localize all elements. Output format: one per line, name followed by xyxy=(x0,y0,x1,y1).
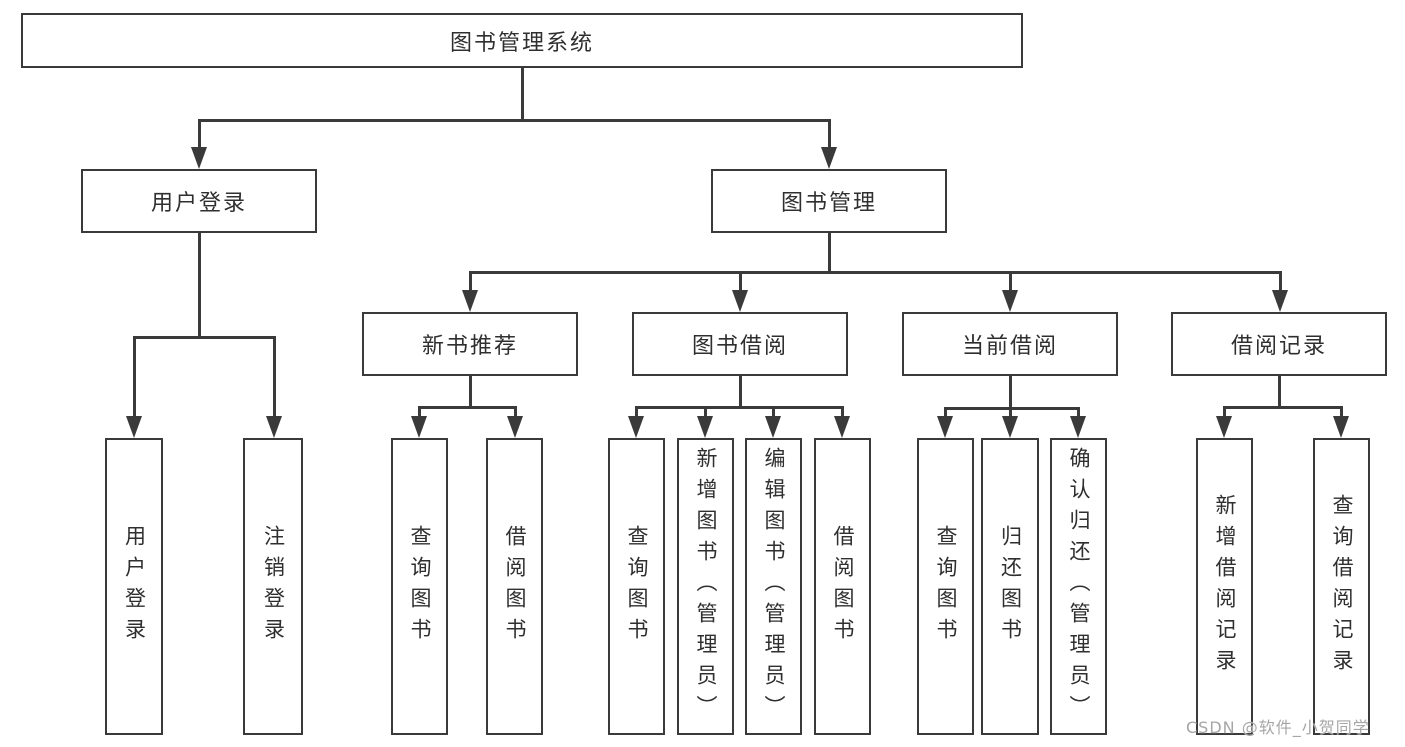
edge-line xyxy=(417,406,421,418)
node-label: 归还图书 xyxy=(998,524,1023,649)
node-label: 用户登录 xyxy=(150,191,247,216)
arrowhead-icon xyxy=(821,147,837,169)
edge-line xyxy=(943,407,1080,410)
edge-line xyxy=(468,271,1282,274)
arrowhead-icon xyxy=(1070,416,1086,438)
edge-line xyxy=(1008,407,1012,418)
node-label: 图书借阅 xyxy=(691,334,788,359)
leaf-cb-query-books: 查询图书 xyxy=(917,438,974,735)
node-label: 借阅记录 xyxy=(1230,334,1327,359)
leaf-br-add-record: 新增借阅记录 xyxy=(1196,438,1253,735)
node-label: 注销登录 xyxy=(261,524,286,649)
edge-line xyxy=(771,406,775,418)
arrowhead-icon xyxy=(697,416,713,438)
edge-line xyxy=(1076,407,1080,418)
node-book-management: 图书管理 xyxy=(711,169,947,233)
arrowhead-icon xyxy=(462,290,478,312)
arrowhead-icon xyxy=(1002,290,1018,312)
edge-line xyxy=(738,376,742,409)
leaf-bb-add-books-admin: 新增图书（管理员） xyxy=(677,438,734,735)
arrowhead-icon xyxy=(1272,290,1288,312)
node-label: 查询图书 xyxy=(934,524,958,649)
arrowhead-icon xyxy=(266,416,282,438)
edge-line xyxy=(840,406,844,418)
edge-line xyxy=(513,406,517,418)
node-current-borrow: 当前借阅 xyxy=(902,312,1118,376)
edge-line xyxy=(827,233,831,274)
leaf-br-query-record: 查询借阅记录 xyxy=(1313,438,1370,735)
node-label: 确认归还（管理员） xyxy=(1067,447,1091,726)
arrowhead-icon xyxy=(628,416,644,438)
leaf-nbr-borrow-books: 借阅图书 xyxy=(486,438,543,735)
leaf-user-login: 用户登录 xyxy=(105,438,163,735)
leaf-logout: 注销登录 xyxy=(243,438,303,735)
node-label: 借阅图书 xyxy=(503,524,527,649)
arrowhead-icon xyxy=(1002,416,1018,438)
edge-line xyxy=(703,406,707,418)
node-user-login: 用户登录 xyxy=(81,169,317,233)
arrowhead-icon xyxy=(765,416,781,438)
edge-line xyxy=(520,67,524,121)
csdn-watermark: CSDN @软件_小贺同学 xyxy=(1186,718,1370,737)
leaf-bb-borrow-books: 借阅图书 xyxy=(814,438,871,735)
arrowhead-icon xyxy=(1333,416,1349,438)
edge-line xyxy=(468,271,472,292)
edge-line xyxy=(1008,376,1012,410)
node-label: 编辑图书（管理员） xyxy=(762,447,786,726)
arrowhead-icon xyxy=(937,416,953,438)
node-borrow-records: 借阅记录 xyxy=(1171,312,1387,376)
edge-line xyxy=(1278,271,1282,292)
node-label: 查询图书 xyxy=(408,524,432,649)
node-label: 新书推荐 xyxy=(421,334,518,359)
node-label: 新增图书（管理员） xyxy=(694,447,718,726)
edge-line xyxy=(197,119,201,151)
node-label: 新增借阅记录 xyxy=(1213,493,1237,680)
edge-line xyxy=(1222,406,1343,409)
arrowhead-icon xyxy=(732,290,748,312)
edge-line xyxy=(197,233,201,339)
edge-line xyxy=(272,336,276,418)
node-new-book-recommend: 新书推荐 xyxy=(362,312,578,376)
node-label: 查询图书 xyxy=(625,524,649,649)
node-label: 图书管理 xyxy=(780,191,877,216)
edge-line xyxy=(634,406,638,418)
leaf-cb-confirm-return-admin: 确认归还（管理员） xyxy=(1050,438,1107,735)
node-label: 借阅图书 xyxy=(831,524,855,649)
edge-line xyxy=(468,376,472,409)
edge-line xyxy=(943,407,947,418)
leaf-bb-edit-books-admin: 编辑图书（管理员） xyxy=(745,438,802,735)
node-book-borrow: 图书借阅 xyxy=(632,312,848,376)
arrowhead-icon xyxy=(411,416,427,438)
arrowhead-icon xyxy=(126,416,142,438)
edge-line xyxy=(132,336,276,339)
edge-line xyxy=(634,406,844,409)
arrowhead-icon xyxy=(191,147,207,169)
arrowhead-icon xyxy=(834,416,850,438)
edge-line xyxy=(197,119,831,122)
node-label: 用户登录 xyxy=(122,524,147,649)
edge-line xyxy=(827,119,831,151)
leaf-nbr-query-books: 查询图书 xyxy=(391,438,448,735)
arrowhead-icon xyxy=(1216,416,1232,438)
node-label: 查询借阅记录 xyxy=(1330,493,1354,680)
node-label: 当前借阅 xyxy=(961,334,1058,359)
leaf-cb-return-books: 归还图书 xyxy=(981,438,1039,735)
node-root: 图书管理系统 xyxy=(21,13,1023,68)
edge-line xyxy=(417,406,517,409)
edge-line xyxy=(1008,271,1012,292)
edge-line xyxy=(738,271,742,292)
edge-line xyxy=(1339,406,1343,418)
edge-line xyxy=(1222,406,1226,418)
edge-line xyxy=(132,336,136,418)
leaf-bb-query-books: 查询图书 xyxy=(608,438,665,735)
node-label: 图书管理系统 xyxy=(449,30,594,56)
edge-line xyxy=(1277,376,1281,409)
arrowhead-icon xyxy=(507,416,523,438)
